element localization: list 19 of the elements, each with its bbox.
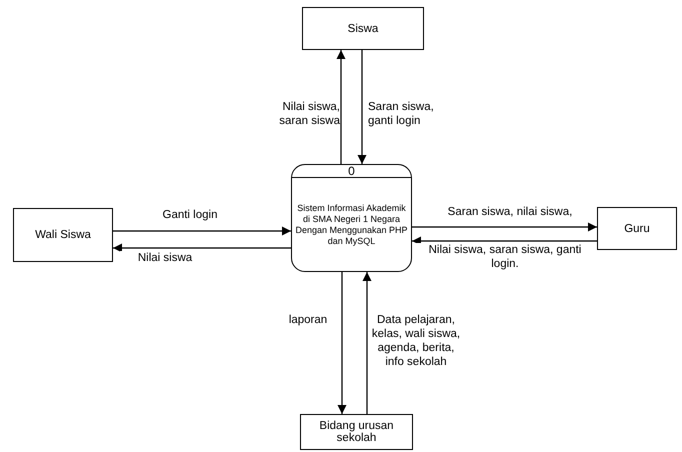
entity-box: [13, 208, 113, 262]
process-number: 0: [292, 165, 411, 178]
data-flow-arrow: [362, 272, 372, 414]
data-flow-arrow: [338, 272, 346, 414]
process-box: [291, 164, 412, 272]
entity-box: [302, 7, 424, 50]
entity-box: [597, 207, 677, 250]
entity-label: Siswa: [348, 22, 378, 34]
data-flow-arrow: [412, 222, 597, 232]
process-label: Sistem Informasi Akademik di SMA Negeri 1 Negara Dengan Menggunakan PHP dan MySQL: [294, 202, 409, 248]
data-flow-arrow: [113, 244, 291, 252]
data-flow-arrow: [358, 50, 366, 164]
entity-label: Wali Siswa: [35, 229, 91, 241]
entity-label: Bidang urusan sekolah: [318, 420, 395, 444]
data-flow-arrow: [336, 50, 346, 164]
data-flow-arrow: [412, 236, 597, 246]
data-flow-arrow: [113, 226, 291, 236]
entity-box: [300, 414, 413, 450]
entity-label: Guru: [624, 222, 650, 234]
